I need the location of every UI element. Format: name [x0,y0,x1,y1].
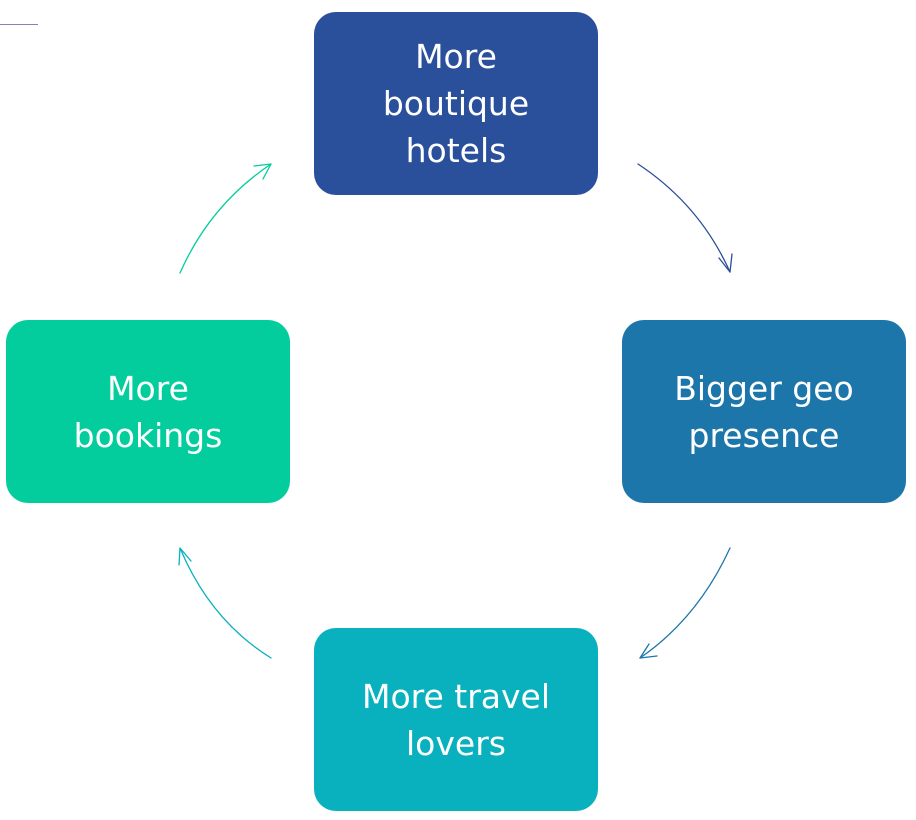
cycle-node-more-bookings: More bookings [6,320,290,503]
arrow-left-to-top-head [253,163,272,180]
cycle-node-more-travel-lovers: More travel lovers [314,628,598,811]
arrow-top-to-right [637,163,731,273]
arrow-left-to-top [179,163,272,274]
arrow-right-to-bottom-head [639,643,658,659]
arrow-bottom-to-left [179,547,272,659]
cycle-node-bigger-geo-presence: Bigger geo presence [622,320,906,503]
node-label-bigger-geo-presence: Bigger geo presence [674,368,854,455]
cycle-node-more-boutique-hotels: More boutique hotels [314,12,598,195]
node-label-more-travel-lovers: More travel lovers [361,676,551,763]
corner-accent-line [0,24,38,25]
node-label-more-boutique-hotels: More boutique hotels [382,37,530,170]
arrow-bottom-to-left-head [178,547,192,566]
node-label-more-bookings: More bookings [73,368,223,455]
arrow-top-to-right-head [718,253,733,273]
arrow-right-to-bottom [639,547,731,659]
